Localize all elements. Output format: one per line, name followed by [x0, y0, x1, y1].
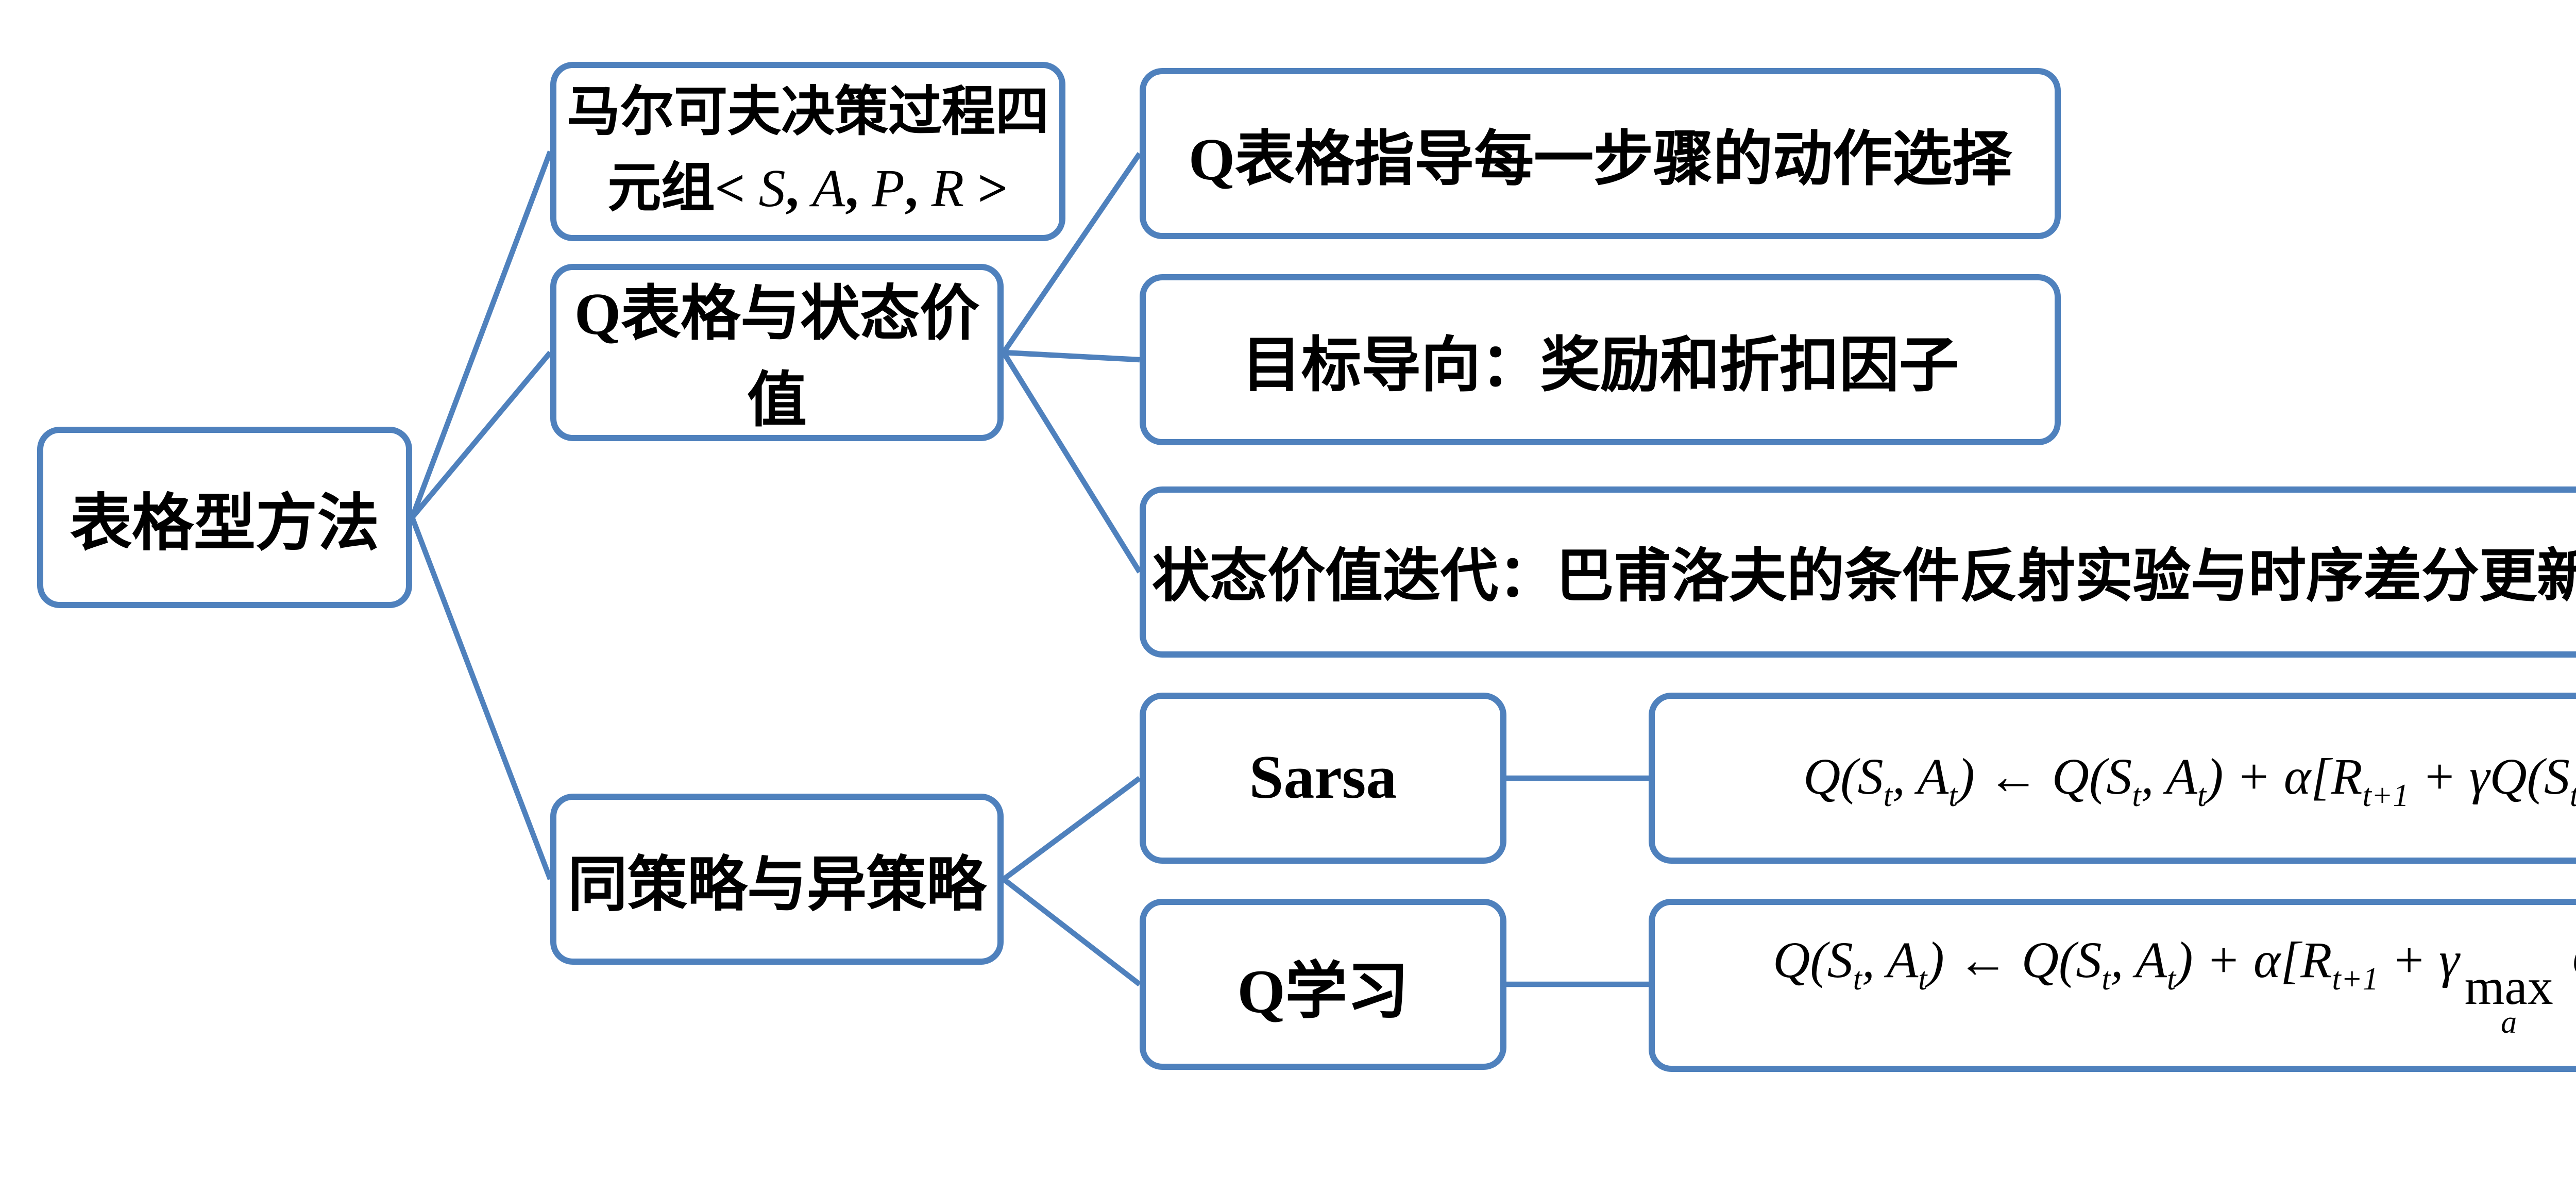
connector-root-mdp — [410, 150, 553, 518]
node-sarsa-update-formula: Q(St, At) ← Q(St, At) + α[Rt+1 + γQ(St+1… — [1649, 693, 2576, 864]
node-qtable-guides-actions: Q表格指导每一步骤的动作选择 — [1140, 68, 2061, 239]
node-label: 表格型方法 — [70, 491, 379, 559]
node-q-learning: Q学习 — [1140, 899, 1506, 1070]
connector-qtable-valueiter — [1001, 351, 1142, 574]
node-label: Q学习 — [1237, 958, 1409, 1026]
connector-root-qtable — [410, 350, 552, 519]
node-root-tabular-methods: 表格型方法 — [37, 427, 412, 608]
node-state-value-iteration: 状态价值迭代：巴甫洛夫的条件反射实验与时序差分更新 — [1140, 486, 2576, 658]
connector-qtable-qguide — [1001, 152, 1142, 354]
connector-root-policy — [410, 516, 553, 880]
node-label-line2: 元组< S, A, P, R > — [607, 158, 1008, 217]
node-qtable-state-value: Q表格与状态价值 — [550, 264, 1004, 441]
sarsa-formula: Q(St, At) ← Q(St, At) + α[Rt+1 + γQ(St+1… — [1803, 749, 2576, 813]
connector-policy-sarsa — [1002, 776, 1142, 882]
node-label: Q表格与状态价值 — [574, 282, 980, 435]
connector-qtable-goal — [1003, 349, 1140, 363]
node-goal-oriented-reward-discount: 目标导向：奖励和折扣因子 — [1140, 274, 2061, 445]
node-mdp-tuple: 马尔可夫决策过程四 元组< S, A, P, R > — [550, 62, 1065, 241]
node-label: Q表格指导每一步骤的动作选择 — [1188, 127, 2012, 193]
node-label: 目标导向：奖励和折扣因子 — [1241, 333, 1959, 399]
connector-policy-qlearning — [1002, 877, 1142, 987]
node-label: 同策略与异策略 — [567, 852, 986, 918]
node-label: Sarsa — [1249, 743, 1397, 811]
node-label: 状态价值迭代：巴甫洛夫的条件反射实验与时序差分更新 — [1151, 545, 2576, 609]
node-label-line1: 马尔可夫决策过程四 — [566, 82, 1049, 143]
node-on-policy-off-policy: 同策略与异策略 — [550, 794, 1004, 965]
node-sarsa: Sarsa — [1140, 693, 1506, 864]
